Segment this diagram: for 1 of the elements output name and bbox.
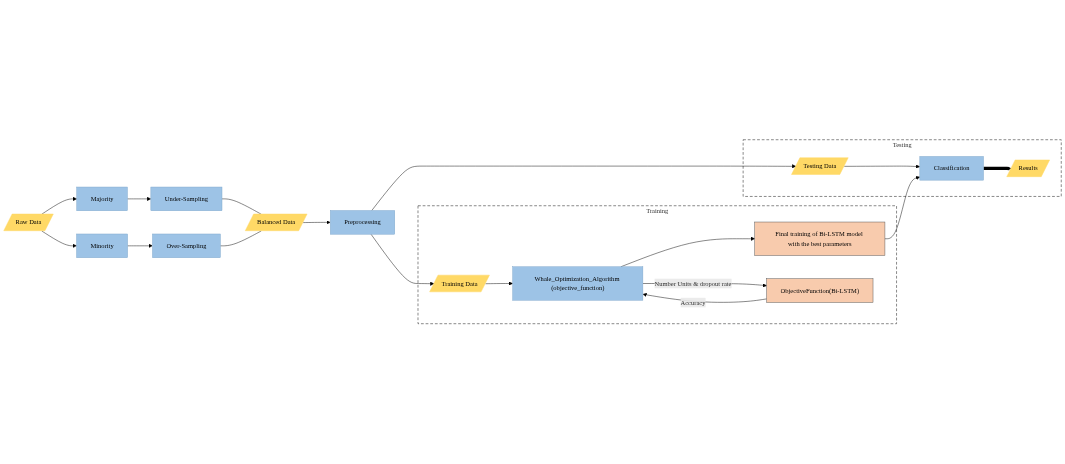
arrow bbox=[983, 166, 1012, 171]
